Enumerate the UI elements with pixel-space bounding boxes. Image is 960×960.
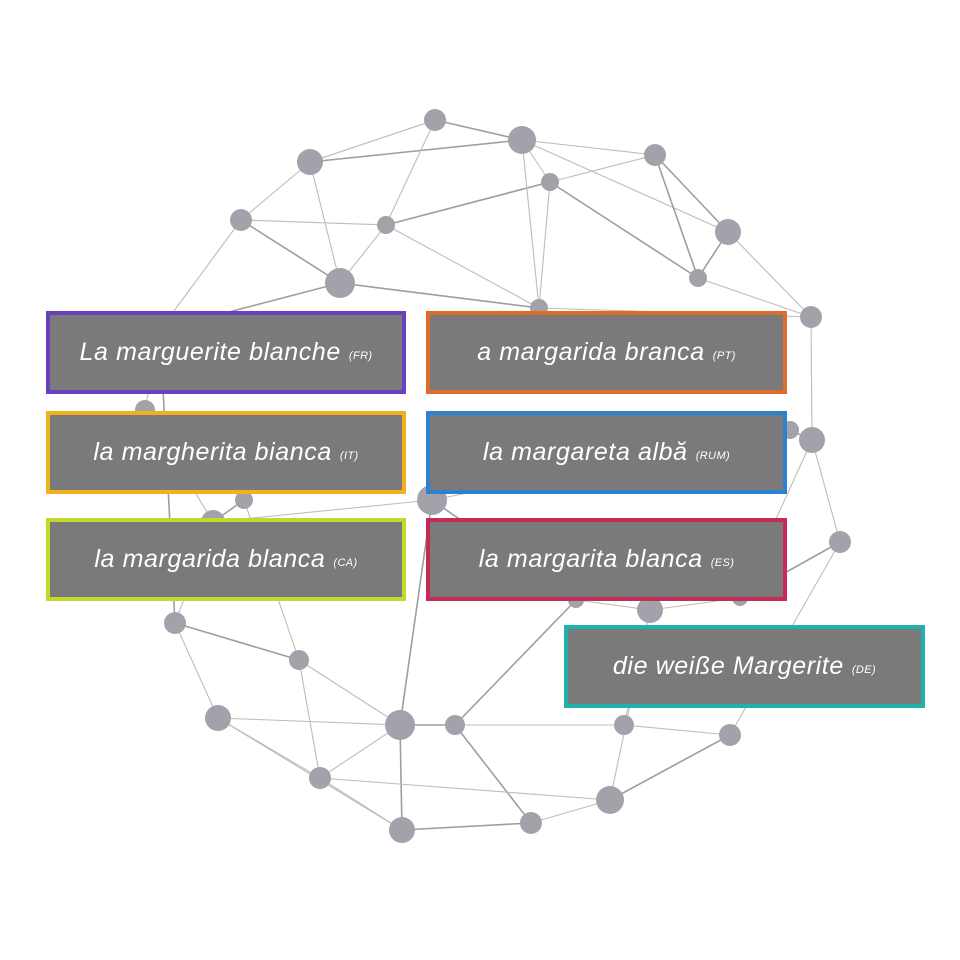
- network-edge: [521, 139, 540, 309]
- network-edge: [811, 439, 841, 543]
- network-node: [689, 269, 707, 287]
- phrase-portuguese: a margarida branca: [477, 338, 705, 366]
- network-node: [325, 268, 355, 298]
- network-edge: [309, 139, 523, 163]
- network-edge: [174, 622, 300, 661]
- network-edge: [454, 599, 577, 726]
- phrase-french: La marguerite blanche: [79, 338, 341, 366]
- label-german: die weiße Margerite (DE): [564, 625, 925, 708]
- network-edge: [654, 154, 699, 279]
- network-node: [385, 710, 415, 740]
- network-edge: [810, 316, 813, 441]
- network-node: [715, 219, 741, 245]
- code-french: (FR): [348, 349, 373, 362]
- network-edge: [549, 154, 656, 183]
- code-spanish: (ES): [710, 556, 735, 569]
- label-spanish: la margarita blanca (ES): [426, 518, 787, 601]
- network-edge: [609, 734, 731, 801]
- label-french: La marguerite blanche (FR): [46, 311, 406, 394]
- network-node: [445, 715, 465, 735]
- network-edge: [309, 119, 436, 163]
- network-edge: [385, 119, 436, 226]
- network-edge: [385, 181, 551, 226]
- network-node: [230, 209, 252, 231]
- network-edge: [298, 659, 401, 726]
- label-portuguese: a margarida branca (PT): [426, 311, 787, 394]
- network-edge: [298, 659, 321, 779]
- code-italian: (IT): [339, 449, 359, 462]
- network-node: [637, 597, 663, 623]
- network-node: [205, 705, 231, 731]
- phrase-italian: la margherita bianca: [93, 438, 332, 466]
- network-edge: [549, 181, 699, 279]
- network-node: [377, 216, 395, 234]
- network-edge: [319, 777, 611, 801]
- network-node: [235, 491, 253, 509]
- network-node: [424, 109, 446, 131]
- network-node: [309, 767, 331, 789]
- network-node: [614, 715, 634, 735]
- phrase-catalan: la margarida blanca: [94, 545, 326, 573]
- network-node: [719, 724, 741, 746]
- code-catalan: (CA): [333, 556, 358, 569]
- network-node: [596, 786, 624, 814]
- network-edge: [319, 724, 401, 779]
- network-node: [164, 612, 186, 634]
- network-edge: [240, 219, 387, 226]
- network-node: [829, 531, 851, 553]
- network-node: [541, 173, 559, 191]
- network-edge: [240, 219, 341, 284]
- network-edge: [521, 139, 656, 156]
- network-edge: [401, 822, 532, 831]
- network-node: [800, 306, 822, 328]
- network-edge: [240, 161, 311, 221]
- network-node: [644, 144, 666, 166]
- network-node: [520, 812, 542, 834]
- network-node: [508, 126, 536, 154]
- label-romanian: la margareta albă (RUM): [426, 411, 787, 494]
- phrase-german: die weiße Margerite: [612, 652, 844, 680]
- phrase-spanish: la margarita blanca: [478, 545, 703, 573]
- network-edge: [697, 277, 812, 318]
- network-edge: [454, 724, 532, 824]
- network-edge: [521, 139, 729, 233]
- network-node: [297, 149, 323, 175]
- network-edge: [434, 119, 523, 141]
- network-edge: [339, 282, 540, 309]
- network-edge: [385, 224, 540, 309]
- code-german: (DE): [851, 663, 877, 676]
- network-edge: [399, 724, 403, 831]
- network-edge: [217, 717, 401, 726]
- network-node: [289, 650, 309, 670]
- network-edge: [174, 622, 219, 719]
- network-edge: [654, 154, 729, 233]
- code-romanian: (RUM): [695, 449, 731, 462]
- network-node: [799, 427, 825, 453]
- label-italian: la margherita bianca (IT): [46, 411, 406, 494]
- network-edge: [538, 181, 551, 309]
- label-catalan: la margarida blanca (CA): [46, 518, 406, 601]
- phrase-romanian: la margareta albă: [482, 438, 688, 466]
- network-edge: [727, 231, 812, 318]
- network-edge: [623, 724, 731, 736]
- network-node: [389, 817, 415, 843]
- code-portuguese: (PT): [712, 349, 736, 362]
